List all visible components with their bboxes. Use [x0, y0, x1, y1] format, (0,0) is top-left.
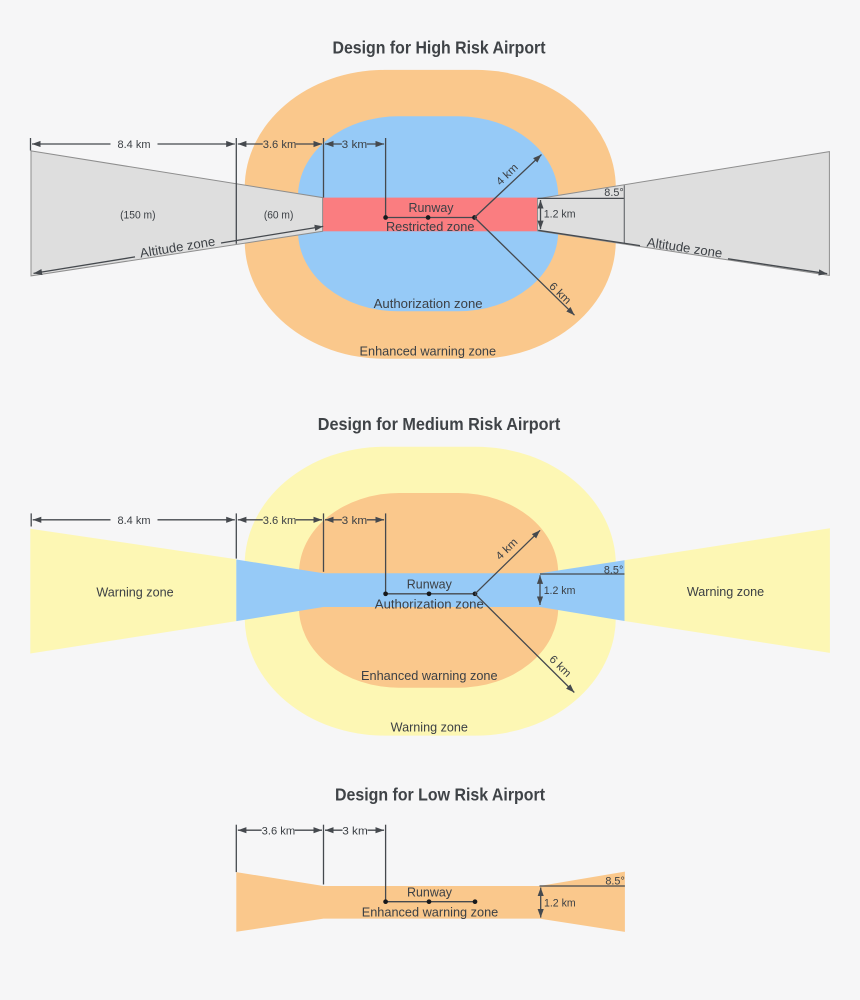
svg-text:1.2 km: 1.2 km	[544, 208, 576, 220]
svg-text:8.4 km: 8.4 km	[118, 515, 151, 527]
svg-text:3 km: 3 km	[342, 515, 368, 527]
svg-text:(60 m): (60 m)	[264, 209, 294, 221]
svg-text:Design for Low Risk Airport: Design for Low Risk Airport	[335, 785, 545, 805]
svg-text:Warning zone: Warning zone	[96, 585, 173, 600]
svg-text:Enhanced warning zone: Enhanced warning zone	[360, 343, 497, 358]
svg-text:Runway: Runway	[409, 200, 454, 215]
svg-text:(150 m): (150 m)	[120, 209, 156, 221]
svg-text:3.6 km: 3.6 km	[262, 825, 296, 837]
svg-text:8.5°: 8.5°	[604, 564, 623, 576]
svg-text:Restricted zone: Restricted zone	[386, 219, 475, 234]
svg-text:Warning zone: Warning zone	[391, 719, 468, 734]
svg-text:3.6 km: 3.6 km	[263, 139, 297, 151]
svg-text:8.4 km: 8.4 km	[118, 139, 151, 151]
svg-text:Enhanced warning zone: Enhanced warning zone	[362, 905, 499, 920]
svg-text:Authorization zone: Authorization zone	[374, 296, 483, 311]
svg-text:1.2 km: 1.2 km	[544, 898, 576, 910]
svg-text:1.2 km: 1.2 km	[544, 585, 576, 597]
svg-text:Enhanced warning zone: Enhanced warning zone	[361, 668, 498, 683]
svg-text:8.5°: 8.5°	[605, 876, 624, 888]
svg-text:Authorization zone: Authorization zone	[375, 597, 484, 612]
svg-text:Runway: Runway	[407, 884, 452, 899]
svg-text:Design for High Risk Airport: Design for High Risk Airport	[333, 37, 546, 57]
svg-text:3 km: 3 km	[342, 139, 368, 151]
svg-text:Design for Medium Risk Airport: Design for Medium Risk Airport	[318, 414, 561, 434]
svg-text:Runway: Runway	[407, 576, 452, 591]
svg-text:8.5°: 8.5°	[604, 187, 623, 199]
svg-text:3 km: 3 km	[342, 825, 368, 837]
svg-text:Warning zone: Warning zone	[687, 584, 764, 599]
svg-text:3.6 km: 3.6 km	[263, 515, 297, 527]
